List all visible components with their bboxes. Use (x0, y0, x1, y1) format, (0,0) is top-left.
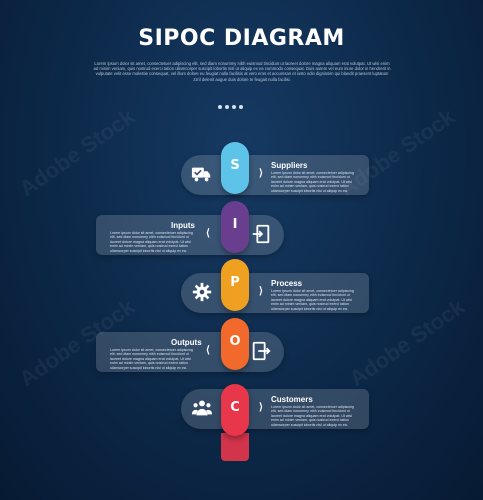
step-label: Customers (271, 395, 313, 404)
gear-icon (192, 282, 212, 302)
pill-p: P (221, 259, 249, 311)
step-description: Lorem ipsum dolor sit amet, consectetuer… (271, 289, 354, 311)
chevron-right-icon: ⟩ (259, 168, 263, 179)
chevron-left-icon: ⟨ (206, 345, 210, 356)
chevron-right-icon: ⟩ (259, 286, 263, 297)
step-label: Inputs (171, 221, 195, 230)
chevron-left-icon: ⟨ (206, 228, 210, 239)
step-description: Lorem ipsum dolor sit amet, consectetuer… (271, 405, 354, 427)
pill-letter: P (230, 275, 240, 290)
pill-c: C (221, 384, 249, 436)
card-suppliers: ⟩ Suppliers Lorem ipsum dolor sit amet, … (181, 155, 369, 195)
pill-i: I (221, 201, 249, 253)
pill-letter: S (230, 158, 240, 173)
step-description: Lorem ipsum dolor sit amet, consectetuer… (110, 231, 193, 253)
users-group-icon (191, 400, 213, 416)
logout-door-icon (252, 341, 271, 361)
pill-letter: I (232, 217, 238, 232)
stem-tail (221, 433, 249, 461)
card-outputs: Outputs Lorem ipsum dolor sit amet, cons… (96, 332, 284, 372)
pill-s: S (221, 142, 249, 194)
truck-check-icon (191, 167, 211, 182)
step-label: Outputs (171, 338, 202, 347)
card-process: ⟩ Process Lorem ipsum dolor sit amet, co… (181, 273, 369, 313)
pill-letter: C (230, 400, 240, 415)
card-inputs: Inputs Lorem ipsum dolor sit amet, conse… (96, 215, 284, 255)
card-customers: ⟩ Customers Lorem ipsum dolor sit amet, … (181, 389, 369, 429)
step-label: Suppliers (271, 161, 308, 170)
pill-o: O (221, 318, 249, 370)
watermark: Adobe Stock (14, 103, 140, 202)
step-description: Lorem ipsum dolor sit amet, consectetuer… (271, 171, 354, 193)
login-door-icon (252, 224, 270, 244)
page-subtitle: Lorem ipsum dolor sit amet, consectetuer… (93, 61, 391, 82)
pill-letter: O (229, 334, 241, 349)
dots-decoration (218, 96, 266, 109)
step-description: Lorem ipsum dolor sit amet, consectetuer… (110, 348, 193, 370)
step-label: Process (271, 279, 303, 288)
chevron-right-icon: ⟩ (259, 402, 263, 413)
page-title: SIPOC DIAGRAM (138, 26, 345, 51)
